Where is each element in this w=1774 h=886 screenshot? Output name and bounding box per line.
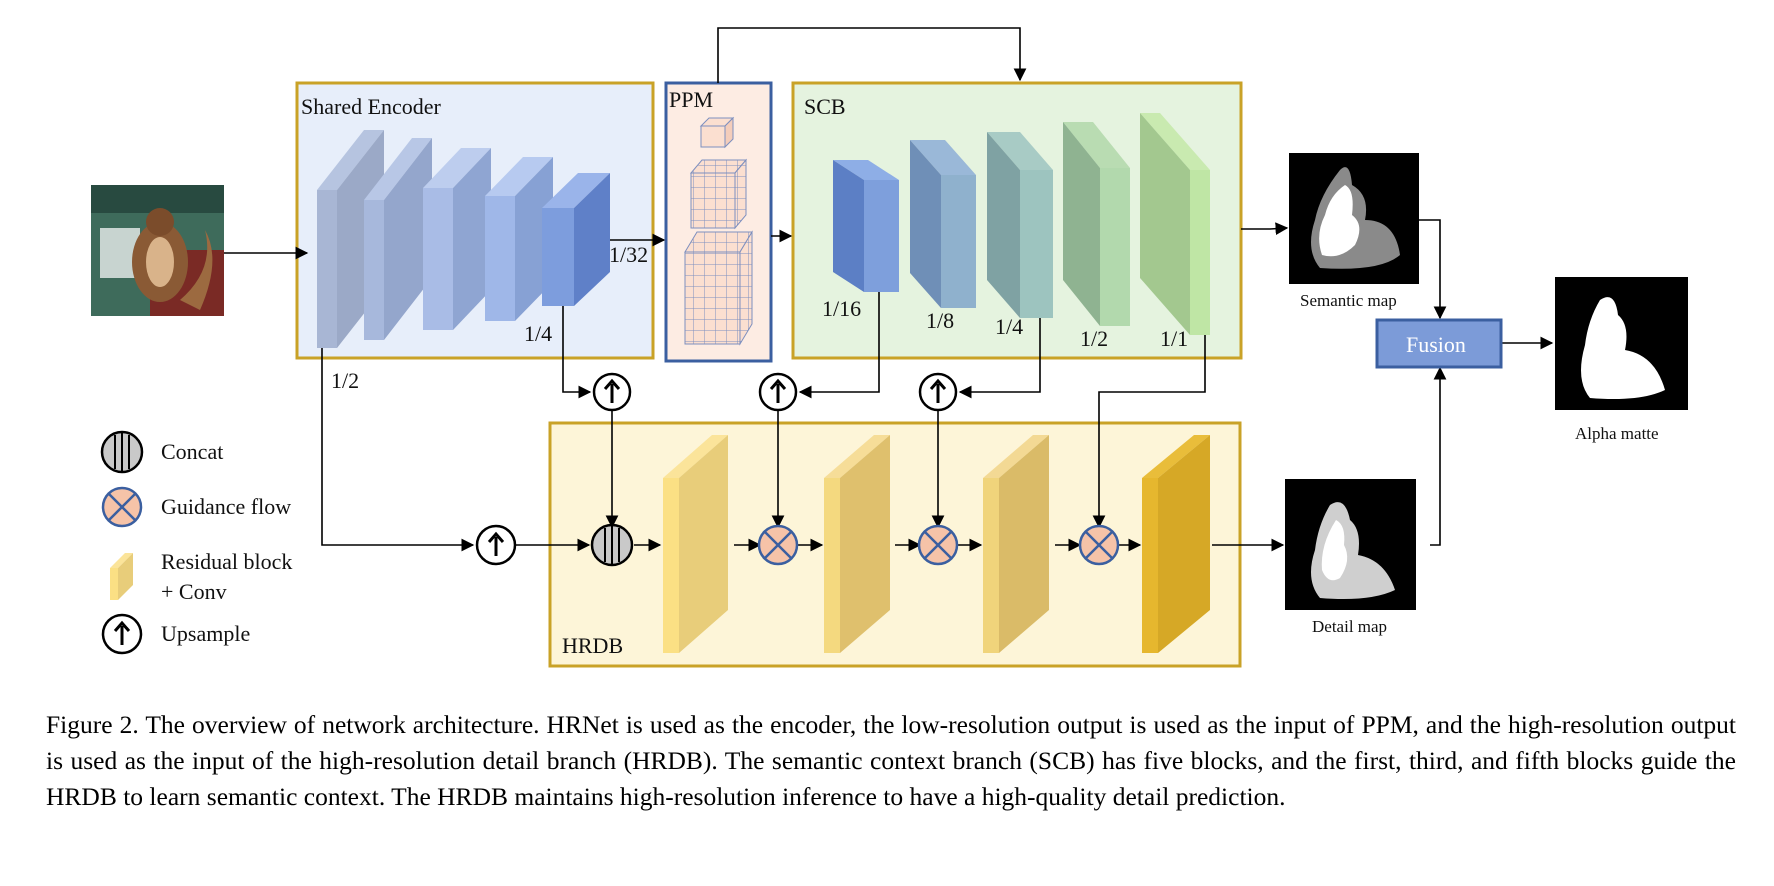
guidance-legend-icon <box>101 486 143 528</box>
upsample-node-1 <box>592 372 632 412</box>
concat-node <box>590 523 634 567</box>
legend-upsample: Upsample <box>161 621 250 646</box>
scb-label-half: 1/2 <box>1080 326 1108 351</box>
ppm-pyramid <box>684 116 753 346</box>
fusion-label: Fusion <box>1406 332 1466 357</box>
upsample-node-0 <box>475 524 517 566</box>
scb-label-full: 1/1 <box>1160 326 1188 351</box>
upsample-legend-icon <box>101 613 143 655</box>
scb-blocks <box>833 113 1210 335</box>
alpha-matte-label: Alpha matte <box>1575 424 1659 443</box>
ppm-title: PPM <box>669 87 713 112</box>
scb-label-eighth: 1/8 <box>926 308 954 333</box>
semantic-map-label: Semantic map <box>1300 291 1397 310</box>
encoder-title: Shared Encoder <box>301 94 442 119</box>
legend-residual-line1: Residual block <box>161 549 292 574</box>
detail-map-image <box>1285 479 1416 610</box>
architecture-diagram: Shared Encoder 1/4 1/32 1/2 PPM <box>91 27 1688 668</box>
scb-title: SCB <box>804 94 846 119</box>
guidance-node-2 <box>917 524 959 566</box>
guidance-node-1 <box>757 524 799 566</box>
guidance-node-3 <box>1078 524 1120 566</box>
legend-residual-line2: + Conv <box>161 579 227 604</box>
encoder-label-thirtysecond: 1/32 <box>609 242 648 267</box>
connections <box>224 27 1554 552</box>
encoder-label-quarter: 1/4 <box>524 321 552 346</box>
input-image <box>91 185 224 316</box>
encoder-blocks <box>317 130 610 348</box>
hrdb-title: HRDB <box>562 633 623 658</box>
upsample-node-3 <box>918 372 958 412</box>
semantic-map-image <box>1289 153 1419 284</box>
scb-label-quarter: 1/4 <box>995 314 1023 339</box>
detail-map-label: Detail map <box>1312 617 1387 636</box>
hrdb-blocks <box>663 435 1210 653</box>
concat-legend-icon <box>100 430 144 474</box>
legend-concat: Concat <box>161 439 223 464</box>
encoder-label-half: 1/2 <box>331 368 359 393</box>
residual-block-legend-icon <box>110 553 133 600</box>
legend: Concat Guidance flow Residual block + Co… <box>100 430 292 655</box>
alpha-matte-image <box>1555 277 1688 410</box>
figure-caption: Figure 2. The overview of network archit… <box>46 710 1736 811</box>
fusion-box <box>1375 318 1503 369</box>
legend-guidance: Guidance flow <box>161 494 291 519</box>
scb-label-sixteenth: 1/16 <box>822 296 861 321</box>
upsample-node-2 <box>758 372 798 412</box>
